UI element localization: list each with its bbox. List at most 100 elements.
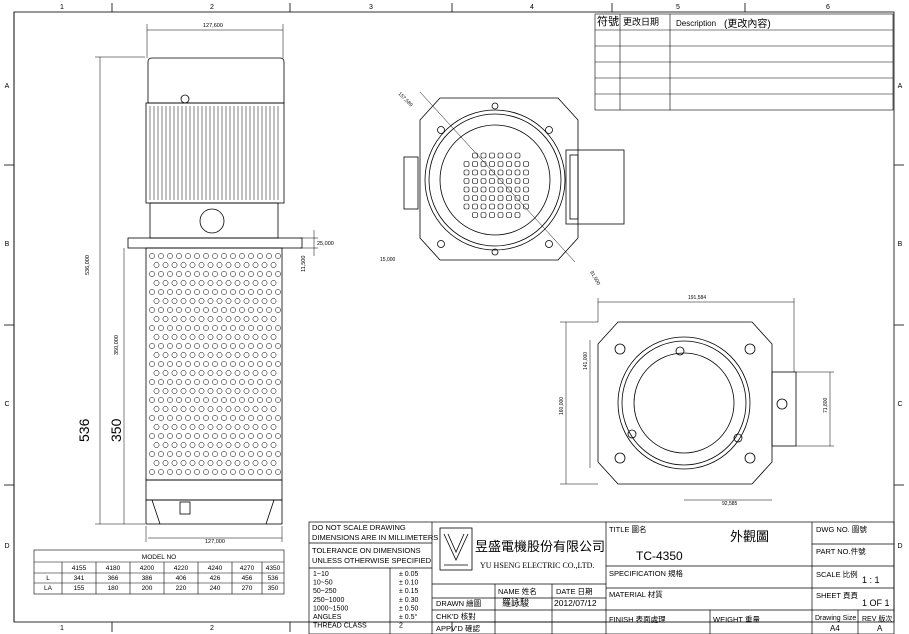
perforation-hole <box>203 343 209 349</box>
vent-slot <box>489 161 495 167</box>
model-cell: 386 <box>142 575 153 582</box>
perforation-hole <box>257 343 263 349</box>
perforation-hole <box>225 388 232 394</box>
perforation-hole <box>243 262 250 268</box>
perforation-hole <box>252 388 259 394</box>
perforation-hole <box>203 397 209 403</box>
perforation-hole <box>162 388 169 394</box>
perforation-hole <box>171 334 178 340</box>
perforation-hole <box>266 361 272 367</box>
perforation-hole <box>167 289 173 295</box>
side-dimensions <box>95 24 318 542</box>
dim-big-total: 536 <box>76 418 92 442</box>
perforation-hole <box>230 397 236 403</box>
perforation-hole <box>212 271 218 277</box>
perforation-hole <box>162 460 169 466</box>
perforation-hole <box>225 262 232 268</box>
perforation-hole <box>252 334 259 340</box>
perforation-hole <box>225 406 232 412</box>
dim-bv-offset: 92,585 <box>722 501 738 507</box>
perforation-hole <box>248 469 254 475</box>
perforation-hole <box>185 307 191 313</box>
sign-name-header: NAME 姓名 <box>498 586 537 596</box>
vent-slot <box>480 203 487 210</box>
perforation-hole <box>158 271 164 277</box>
perforation-hole <box>180 316 187 322</box>
col-label-1-bottom: 1 <box>60 625 64 632</box>
perforation-hole <box>176 253 182 259</box>
tolerance-range: 1~10 <box>313 571 329 578</box>
perforation-hole <box>221 397 227 403</box>
perforation-hole <box>207 388 214 394</box>
revision-desc-header: Description <box>676 19 716 28</box>
vent-slot <box>472 203 478 210</box>
perforation-hole <box>221 469 227 475</box>
perforation-hole <box>194 379 200 385</box>
perforation-hole <box>275 379 281 385</box>
model-header-cell: 4180 <box>106 565 121 572</box>
perforation-hole <box>176 289 182 295</box>
perforation-hole <box>243 280 250 286</box>
tolerance-range: 50~250 <box>313 588 337 595</box>
row-label-b-right: B <box>898 241 903 248</box>
vent-slot <box>463 203 470 210</box>
tolerance-range: 250~1000 <box>313 597 344 604</box>
company-name-en: YU HSENG ELECTRIC CO.,LTD. <box>480 561 594 570</box>
perforation-hole <box>275 361 281 367</box>
model-cell: 200 <box>142 585 153 592</box>
perforation-hole <box>275 307 281 313</box>
perforation-hole <box>221 307 227 313</box>
perforation-hole <box>239 397 245 403</box>
vent-slot <box>514 195 521 201</box>
perforation-hole <box>221 271 227 277</box>
model-header-cell: 4240 <box>208 565 223 572</box>
vent-slot <box>506 212 512 218</box>
perforation-hole <box>194 325 200 331</box>
vent-slot <box>472 178 478 184</box>
finish-label: FINISH 表面處理 <box>609 614 666 624</box>
perforation-hole <box>149 271 155 277</box>
perforation-hole <box>225 298 232 304</box>
vent-slot <box>497 178 504 184</box>
perforation-hole <box>180 424 187 430</box>
vent-slot <box>480 152 487 159</box>
model-table-title: MODEL NO <box>142 554 176 561</box>
perforation-hole <box>221 343 227 349</box>
perforation-hole <box>194 433 200 439</box>
perforation-hole <box>198 298 205 304</box>
perforation-hole <box>198 388 205 394</box>
perforation-hole <box>257 325 263 331</box>
perforation-hole <box>149 433 155 439</box>
perforation-hole <box>149 253 155 259</box>
model-cell: 426 <box>210 575 221 582</box>
note-no-scale: DO NOT SCALE DRAWING <box>312 523 406 532</box>
dim-bv-width: 191,584 <box>688 295 706 301</box>
perforation-hole <box>153 352 160 358</box>
perforation-hole <box>234 298 241 304</box>
bottom-dimensions <box>560 298 834 501</box>
perforation-hole <box>252 460 259 466</box>
dim-tube-height: 350,000 <box>114 335 120 355</box>
perforation-hole <box>212 469 218 475</box>
drawn-name: 羅詠駿 <box>502 597 529 608</box>
col-label-2: 2 <box>210 4 214 11</box>
perforation-hole <box>275 325 281 331</box>
perforation-hole <box>248 289 254 295</box>
vent-slot <box>489 186 495 193</box>
perforation-hole <box>149 379 155 385</box>
perforation-hole <box>203 415 209 421</box>
frame-labels: 1 2 3 4 5 6 1 2 A B C D A B C D <box>4 4 902 632</box>
perforation-hole <box>171 442 178 448</box>
perforation-hole <box>266 307 272 313</box>
vent-slot <box>506 169 512 176</box>
vent-slot <box>463 169 470 176</box>
perforation-hole <box>257 469 263 475</box>
vent-slot <box>480 169 487 176</box>
perforation-hole <box>239 469 245 475</box>
perforation-hole <box>185 343 191 349</box>
perforation-hole <box>266 325 272 331</box>
perforation-hole <box>234 388 241 394</box>
perforation-hole <box>261 352 268 358</box>
perforation-hole <box>266 397 272 403</box>
